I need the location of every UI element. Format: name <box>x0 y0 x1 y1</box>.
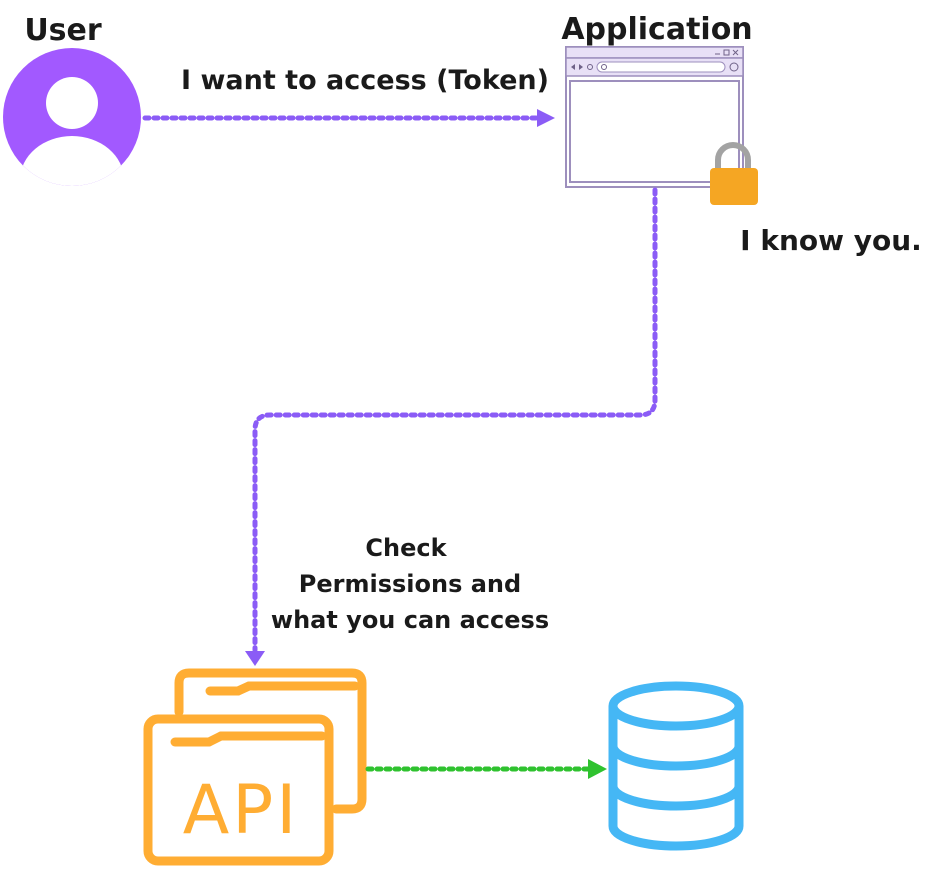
api-folders-icon <box>143 668 367 866</box>
window-controls-icon <box>715 49 739 56</box>
address-bar <box>596 61 726 73</box>
request-label: I want to access (Token) <box>181 65 549 96</box>
auth-check-arrow <box>245 187 658 666</box>
user-avatar-icon <box>3 48 141 186</box>
browser-window-icon <box>565 46 744 188</box>
menu-icon <box>729 62 739 72</box>
check-label-line3: what you can access <box>271 606 549 634</box>
known-label: I know you. <box>740 224 922 257</box>
application-label: Application <box>561 12 752 47</box>
data-access-arrow <box>365 759 607 779</box>
padlock-icon <box>710 142 758 205</box>
search-icon <box>601 64 607 70</box>
user-label: User <box>24 13 102 48</box>
api-text: API <box>183 771 300 850</box>
check-label-line1: Check <box>365 534 447 562</box>
database-icon <box>608 681 744 851</box>
check-label-line2: Permissions and <box>299 570 521 598</box>
request-arrow <box>142 109 555 127</box>
nav-buttons-icon <box>571 64 593 70</box>
